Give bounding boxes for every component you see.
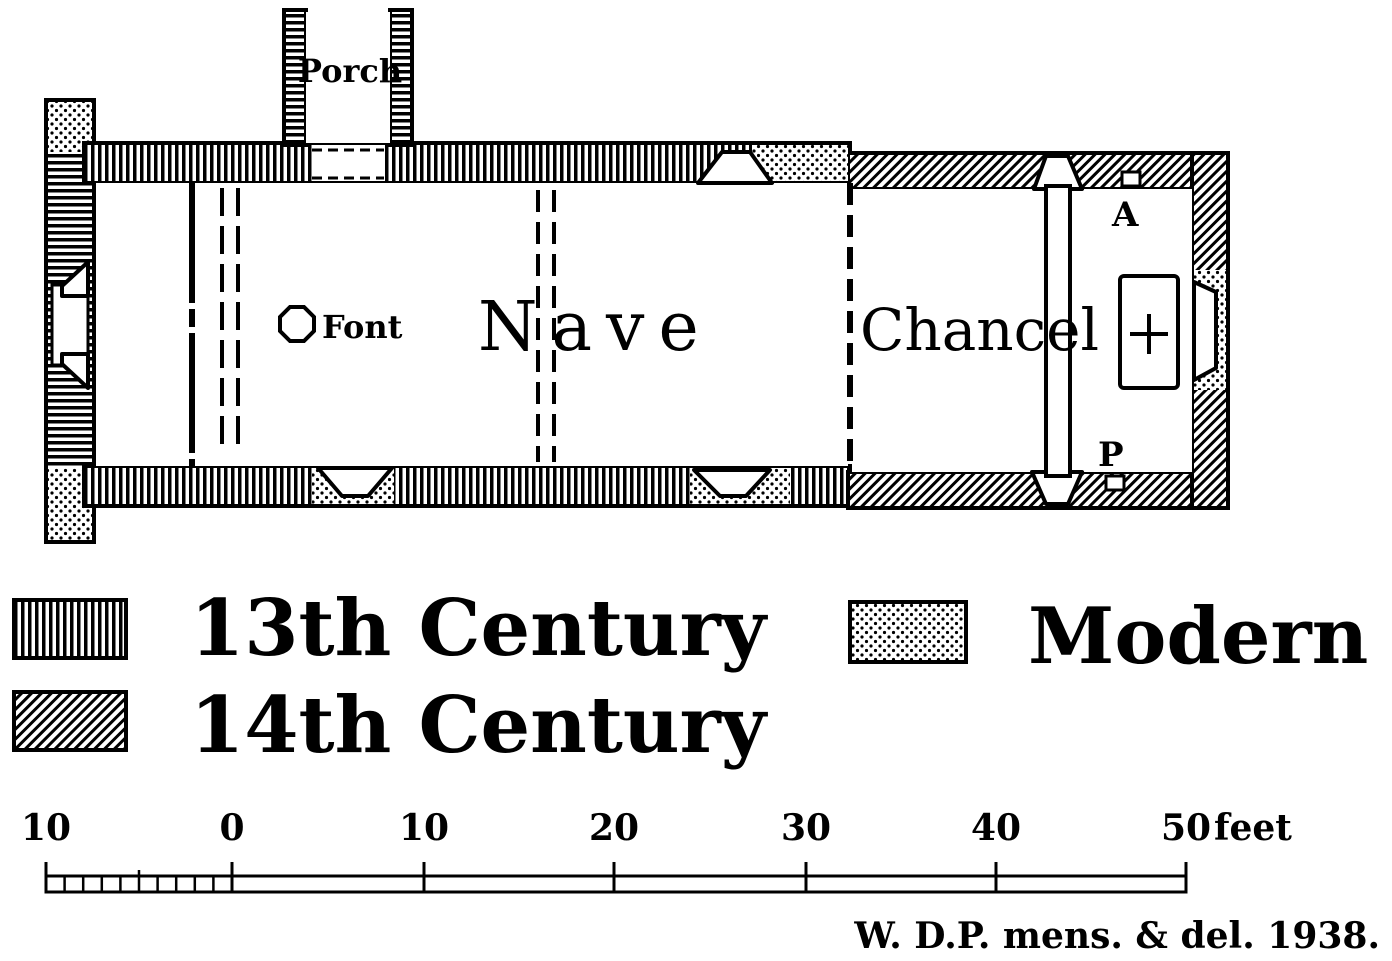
porch-interior (306, 12, 390, 143)
scale-unit-label: feet (1214, 807, 1292, 849)
credit-label: W. D.P. mens. & del. 1938. (853, 915, 1380, 957)
scale-tick-label: 50 (1161, 807, 1211, 849)
piscina-niche (1104, 474, 1126, 492)
porch: Porch (282, 8, 414, 147)
altar-rail (1044, 184, 1072, 478)
west-window-splay-top (60, 260, 90, 298)
east-window (1192, 280, 1218, 382)
font-symbol (278, 305, 316, 343)
scale-bar: 10 0 10 20 30 40 50 feet (21, 807, 1292, 894)
legend-label-13th: 13th Century (190, 583, 769, 674)
windows (60, 150, 1218, 506)
scale-tick-label: 10 (399, 807, 449, 849)
south-nave-window-2 (692, 468, 772, 498)
legend-label-modern: Modern (1028, 591, 1368, 682)
font-label: Font (322, 308, 403, 346)
scale-tick-label: 20 (589, 807, 639, 849)
scale-tick-label: 30 (781, 807, 831, 849)
scale-tick-label: 0 (219, 807, 244, 849)
altar-cross-icon (1130, 314, 1168, 354)
south-nave-window-1 (316, 466, 394, 498)
west-window-splay-bottom (60, 352, 90, 390)
nave-interior (96, 183, 848, 466)
scale-tick-label: 40 (971, 807, 1021, 849)
legend: 13th Century Modern 14th Century (12, 583, 1368, 771)
interior-lines (189, 183, 1072, 478)
legend-swatch-13th (12, 598, 128, 660)
legend-swatch-modern (848, 600, 968, 664)
porch-label: Porch (298, 52, 402, 90)
scale-tick-label: 10 (21, 807, 71, 849)
scale-minor-ticks (63, 870, 215, 892)
west-window-gap (50, 283, 90, 367)
legend-label-14th: 14th Century (190, 680, 769, 771)
aumbry-niche (1120, 170, 1142, 188)
mark-a-label: A (1111, 195, 1139, 235)
legend-swatch-14th (12, 690, 128, 752)
chancel-label: Chancel (860, 296, 1099, 364)
mark-p-label: P (1098, 435, 1124, 475)
north-nave-window (696, 150, 774, 185)
nave-label: Nave (478, 288, 713, 367)
scale-major-ticks (44, 862, 1188, 892)
scale-bar-frame (44, 874, 1188, 894)
